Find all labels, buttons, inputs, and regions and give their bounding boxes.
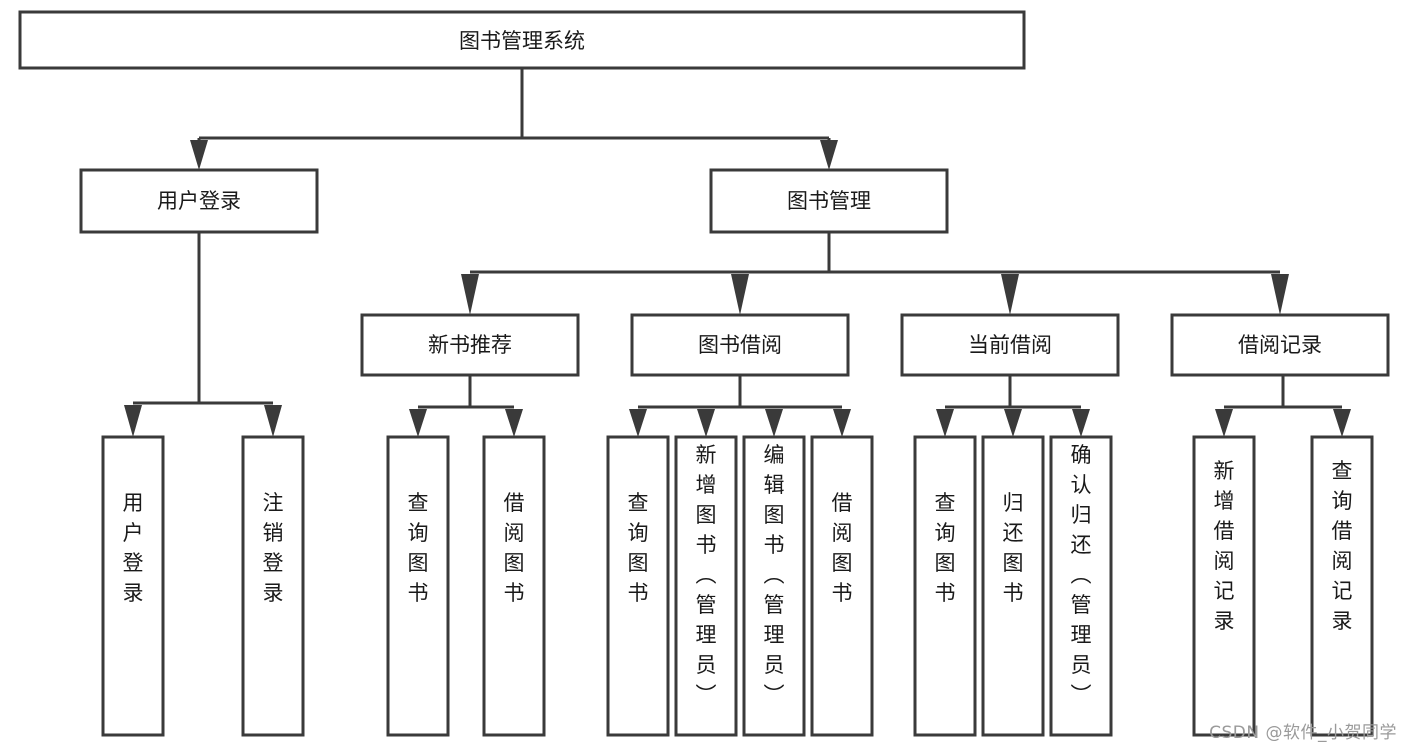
leaf-return-books[interactable]: 归还图书 — [981, 435, 1045, 737]
arrow-current-to-leaf-3 — [1072, 409, 1090, 437]
leaf-add-book-admin[interactable]: 新增图书︵管理员︶ — [674, 435, 738, 737]
leaf-add-borrow-record[interactable]: 新增借阅记录 — [1192, 435, 1256, 737]
node-borrow-records[interactable]: 借阅记录 — [1170, 313, 1390, 377]
leaf-query-books-borrow-label: 查询图书 — [628, 491, 649, 605]
leaf-query-books-newbooks-label: 查询图书 — [408, 491, 429, 605]
arrow-bookmgmt-to-borrow — [731, 274, 749, 315]
leaf-add-book-admin-label: 新增图书︵管理员︶ — [696, 443, 717, 707]
leaf-query-borrow-record-box[interactable] — [1310, 435, 1374, 737]
node-root-label: 图书管理系统 — [459, 29, 585, 53]
leaf-logout-box[interactable] — [241, 435, 305, 737]
node-book-management[interactable]: 图书管理 — [709, 168, 949, 234]
node-book-borrow[interactable]: 图书借阅 — [630, 313, 850, 377]
node-user-login-label: 用户登录 — [157, 189, 241, 213]
node-borrow-records-box[interactable] — [1170, 313, 1390, 377]
node-new-book-recommend-label: 新书推荐 — [428, 333, 512, 357]
leaf-add-book-admin-box[interactable] — [674, 435, 738, 737]
arrow-records-to-leaf-2 — [1333, 409, 1351, 437]
node-current-borrow-label: 当前借阅 — [968, 333, 1052, 357]
leaf-query-books-newbooks-box[interactable] — [386, 435, 450, 737]
arrow-userlogin-to-leaf-2 — [264, 405, 282, 437]
node-root[interactable]: 图书管理系统 — [18, 10, 1026, 70]
node-current-borrow-box[interactable] — [900, 313, 1120, 377]
node-current-borrow[interactable]: 当前借阅 — [900, 313, 1120, 377]
leaf-add-borrow-record-label: 新增借阅记录 — [1214, 459, 1235, 633]
arrow-records-to-leaf-1 — [1215, 409, 1233, 437]
leaf-query-borrow-record[interactable]: 查询借阅记录 — [1310, 435, 1374, 737]
leaf-user-login-box[interactable] — [101, 435, 165, 737]
leaf-edit-book-admin-box[interactable] — [742, 435, 806, 737]
node-new-book-recommend[interactable]: 新书推荐 — [360, 313, 580, 377]
leaf-user-login-label: 用户登录 — [123, 491, 144, 605]
leaf-query-books-current-box[interactable] — [913, 435, 977, 737]
node-user-login[interactable]: 用户登录 — [79, 168, 319, 234]
leaf-confirm-return-admin-label: 确认归还︵管理员︶ — [1071, 443, 1092, 707]
arrow-bookmgmt-to-new-books — [461, 274, 479, 315]
arrow-borrow-to-leaf-4 — [833, 409, 851, 437]
leaf-return-books-box[interactable] — [981, 435, 1045, 737]
leaf-query-books-current[interactable]: 查询图书 — [913, 435, 977, 737]
leaf-edit-book-admin-label: 编辑图书︵管理员︶ — [764, 443, 785, 707]
csdn-watermark: CSDN @软件_小贺同学 — [1209, 723, 1397, 743]
leaf-borrow-books-borrow-label: 借阅图书 — [832, 491, 853, 605]
leaf-borrow-books-newbooks-box[interactable] — [482, 435, 546, 737]
node-user-login-box[interactable] — [79, 168, 319, 234]
leaf-query-books-newbooks[interactable]: 查询图书 — [386, 435, 450, 737]
arrow-newbooks-to-leaf-2 — [505, 409, 523, 437]
arrow-root-to-user-login — [190, 140, 208, 170]
arrow-borrow-to-leaf-2 — [697, 409, 715, 437]
node-book-management-box[interactable] — [709, 168, 949, 234]
leaf-confirm-return-admin-box[interactable] — [1049, 435, 1113, 737]
arrow-newbooks-to-leaf-1 — [409, 409, 427, 437]
leaf-query-borrow-record-label: 查询借阅记录 — [1332, 459, 1353, 633]
arrow-current-to-leaf-1 — [936, 409, 954, 437]
leaf-borrow-books-borrow[interactable]: 借阅图书 — [810, 435, 874, 737]
node-book-borrow-label: 图书借阅 — [698, 333, 782, 357]
leaf-borrow-books-newbooks[interactable]: 借阅图书 — [482, 435, 546, 737]
leaf-confirm-return-admin[interactable]: 确认归还︵管理员︶ — [1049, 435, 1113, 737]
leaf-query-books-current-label: 查询图书 — [935, 491, 956, 605]
arrow-current-to-leaf-2 — [1004, 409, 1022, 437]
leaf-query-books-borrow-box[interactable] — [606, 435, 670, 737]
leaf-edit-book-admin[interactable]: 编辑图书︵管理员︶ — [742, 435, 806, 737]
leaf-borrow-books-borrow-box[interactable] — [810, 435, 874, 737]
leaf-return-books-label: 归还图书 — [1003, 491, 1024, 605]
leaf-logout[interactable]: 注销登录 — [241, 435, 305, 737]
node-borrow-records-label: 借阅记录 — [1238, 333, 1322, 357]
arrow-userlogin-to-leaf-1 — [124, 405, 142, 437]
arrow-borrow-to-leaf-3 — [765, 409, 783, 437]
leaf-borrow-books-newbooks-label: 借阅图书 — [504, 491, 525, 605]
leaf-node-group: 用户登录 注销登录 查询图书 借阅图书 查询图书 新增图书︵管理员︶ — [101, 435, 1374, 737]
leaf-user-login[interactable]: 用户登录 — [101, 435, 165, 737]
arrow-bookmgmt-to-records — [1271, 274, 1289, 315]
arrow-root-to-book-mgmt — [820, 140, 838, 170]
arrow-borrow-to-leaf-1 — [629, 409, 647, 437]
leaf-logout-label: 注销登录 — [263, 491, 284, 605]
node-book-management-label: 图书管理 — [787, 189, 871, 213]
leaf-query-books-borrow[interactable]: 查询图书 — [606, 435, 670, 737]
node-new-book-recommend-box[interactable] — [360, 313, 580, 377]
node-root-box[interactable] — [18, 10, 1026, 70]
arrow-bookmgmt-to-current — [1001, 274, 1019, 315]
connector-layer — [124, 68, 1351, 437]
node-book-borrow-box[interactable] — [630, 313, 850, 377]
leaf-add-borrow-record-box[interactable] — [1192, 435, 1256, 737]
